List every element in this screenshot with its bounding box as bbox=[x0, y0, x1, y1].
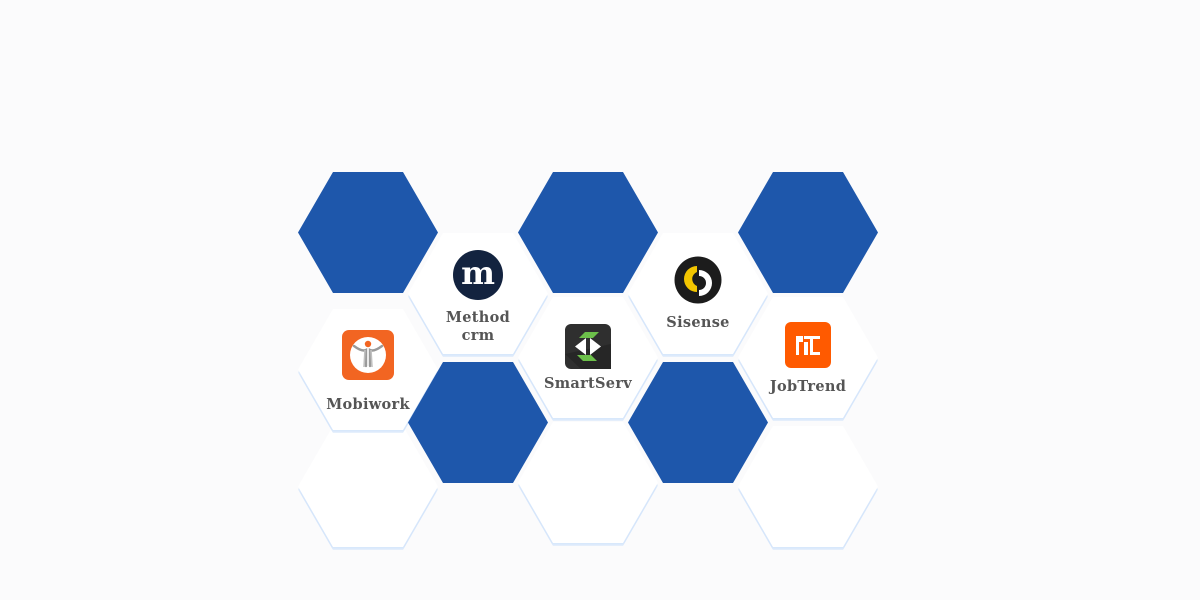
methodcrm-logo-icon: m bbox=[453, 249, 503, 300]
mobiwork-logo-icon bbox=[342, 329, 394, 380]
integration-label: JobTrend bbox=[769, 377, 847, 395]
sisense-logo-icon bbox=[674, 256, 722, 303]
integration-tile-sisense[interactable]: Sisense bbox=[628, 233, 768, 357]
hex-empty bbox=[518, 422, 658, 546]
integration-tile-method-crm[interactable]: m Method crm bbox=[408, 233, 548, 357]
smartserv-logo-icon bbox=[565, 324, 611, 369]
integration-label: Sisense bbox=[666, 313, 730, 331]
jobtrend-logo-icon bbox=[785, 321, 831, 368]
hex-empty bbox=[738, 426, 878, 550]
integration-label-line2: crm bbox=[461, 326, 495, 344]
integration-label-line1: Method bbox=[445, 308, 511, 326]
hex-empty bbox=[298, 426, 438, 550]
svg-text:m: m bbox=[461, 254, 495, 292]
hex-decorative-blue bbox=[408, 362, 548, 483]
integration-tile-smartserv[interactable]: SmartServ bbox=[518, 297, 658, 421]
integration-label: SmartServ bbox=[543, 375, 632, 392]
hex-decorative-blue bbox=[738, 172, 878, 293]
hex-decorative-blue bbox=[628, 362, 768, 483]
integration-label: Mobiwork bbox=[326, 395, 410, 413]
hex-decorative-blue bbox=[518, 172, 658, 293]
integration-tile-jobtrend[interactable]: JobTrend bbox=[738, 297, 878, 421]
hex-decorative-blue bbox=[298, 172, 438, 293]
integration-tile-mobiwork[interactable]: Mobiwork bbox=[298, 309, 438, 433]
integration-label: Method crm bbox=[446, 309, 510, 345]
